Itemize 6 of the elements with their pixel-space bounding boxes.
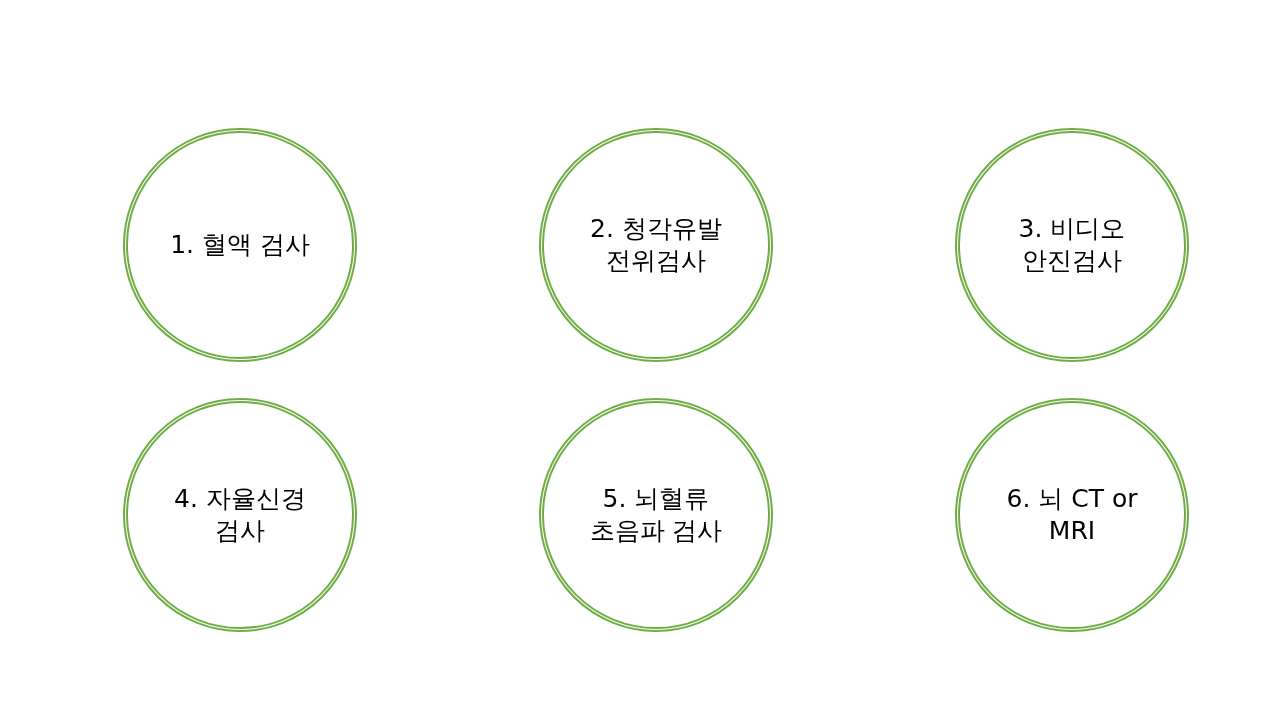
node-label: 2. 청각유발 전위검사	[589, 213, 723, 277]
node-label: 5. 뇌혈류 초음파 검사	[588, 483, 724, 547]
node-label: 1. 혈액 검사	[169, 229, 311, 261]
node-label: 4. 자율신경 검사	[173, 483, 307, 547]
node-label: 3. 비디오 안진검사	[1017, 213, 1127, 277]
node-label: 6. 뇌 CT or MRI	[1005, 483, 1139, 547]
